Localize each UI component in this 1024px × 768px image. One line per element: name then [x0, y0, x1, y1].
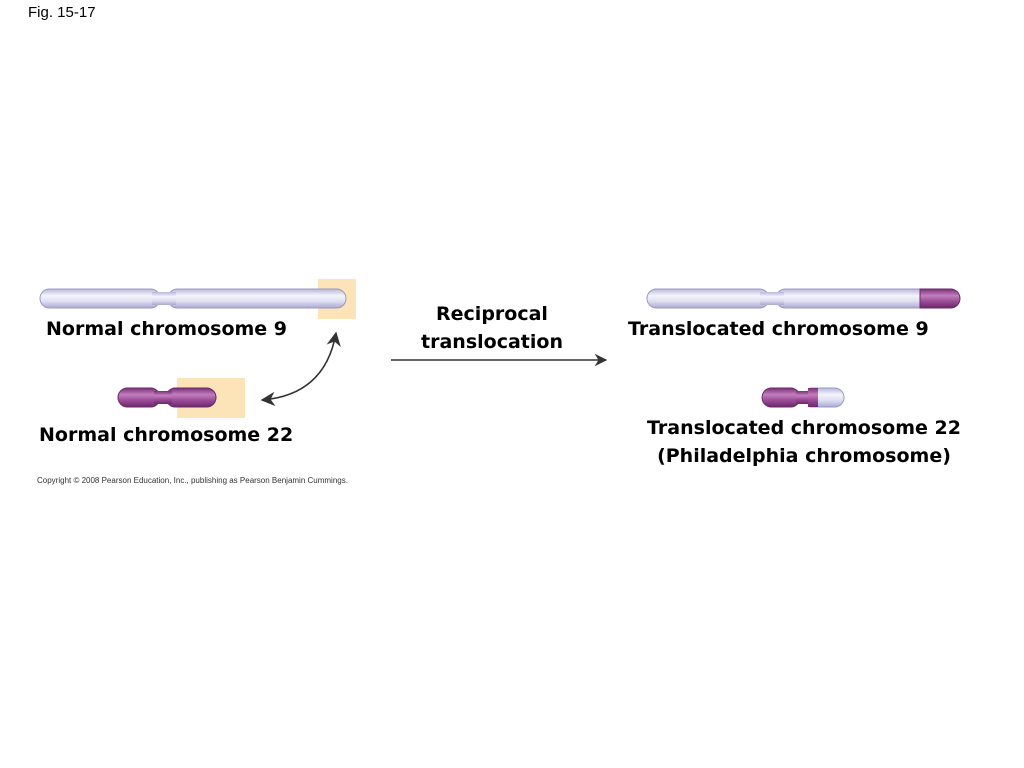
- normal-chromosome-22-label: Normal chromosome 22: [39, 424, 294, 446]
- translocated-chromosome-9-label: Translocated chromosome 9: [628, 318, 929, 340]
- normal-chromosome-9: [39, 288, 347, 309]
- translocated-chromosome-22: [761, 387, 845, 408]
- exchange-arrow: [260, 331, 341, 407]
- translocated-chromosome-9: [646, 288, 961, 309]
- reciprocal-line-2: translocation: [421, 331, 563, 353]
- copyright-notice: Copyright © 2008 Pearson Education, Inc.…: [37, 476, 348, 485]
- translocated-22-line-1: Translocated chromosome 22: [647, 417, 961, 439]
- figure-label: Fig. 15-17: [28, 4, 96, 21]
- reciprocal-line-1: Reciprocal: [436, 303, 548, 325]
- normal-chromosome-9-label: Normal chromosome 9: [46, 318, 288, 340]
- normal-chromosome-22: [117, 387, 217, 408]
- translocated-22-line-2: (Philadelphia chromosome): [657, 445, 951, 467]
- reciprocal-translocation-label: Reciprocal translocation: [392, 300, 592, 356]
- translocated-chromosome-22-label: Translocated chromosome 22 (Philadelphia…: [630, 414, 978, 470]
